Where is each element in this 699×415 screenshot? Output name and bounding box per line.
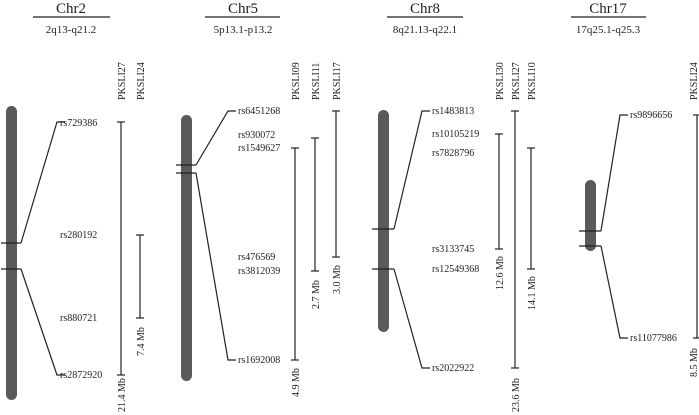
snp-label: rs3812039 — [238, 266, 280, 277]
chr2-connector-top — [20, 121, 65, 244]
chr5-family-label: PKSLI09 — [291, 62, 302, 100]
chr2-connector-bottom — [20, 268, 65, 376]
chr8-centromere — [378, 152, 389, 162]
interval-size-label: 8.5 Mb — [689, 348, 699, 377]
chr8-family-label: PKSLI10 — [527, 62, 538, 100]
chr17-title: Chr17 — [589, 1, 627, 17]
snp-label: rs2872920 — [60, 370, 102, 381]
chr5-family-label: PKSLI17 — [332, 62, 343, 100]
chr2-ideogram — [6, 106, 17, 400]
snp-label: rs729386 — [60, 118, 97, 129]
snp-label: rs280192 — [60, 230, 97, 241]
chr5-family-label: PKSLI11 — [311, 63, 322, 100]
chr8-band: 8q21.13-q22.1 — [393, 24, 457, 36]
chr2-title: Chr2 — [56, 1, 86, 17]
chr5-ideogram — [181, 115, 192, 381]
chr8-connector-bottom — [393, 268, 430, 369]
snp-label: rs6451268 — [238, 106, 280, 117]
chr5-title: Chr5 — [228, 1, 258, 17]
chr8-family-label: PKSLI27 — [511, 62, 522, 100]
snp-label: rs476569 — [238, 252, 275, 263]
chr5-centromere — [181, 176, 192, 186]
chr8-ideogram — [378, 110, 389, 332]
chr8-family-label: PKSLI30 — [495, 62, 506, 100]
interval-size-label: 2.7 Mb — [311, 280, 322, 309]
interval-size-label: 7.4 Mb — [136, 327, 147, 356]
snp-label: rs1692008 — [238, 355, 280, 366]
interval-size-label: 4.9 Mb — [291, 368, 302, 397]
chr17-connector-top — [600, 114, 628, 232]
snp-label: rs930072 — [238, 130, 275, 141]
chr17-band: 17q25.1-q25.3 — [576, 24, 641, 36]
snp-label: rs880721 — [60, 313, 97, 324]
chr8-title: Chr8 — [410, 1, 440, 17]
snp-label: rs11077986 — [630, 333, 677, 344]
snp-label: rs1483813 — [432, 106, 474, 117]
interval-size-label: 3.0 Mb — [332, 265, 343, 294]
interval-size-label: 21.4 Mb — [117, 378, 128, 412]
snp-label: rs9896656 — [630, 110, 672, 121]
snp-label: rs12549368 — [432, 264, 479, 275]
chr2-family-label: PKSLI27 — [117, 62, 128, 100]
chr5-connector-top — [195, 110, 236, 166]
snp-label: rs2022922 — [432, 363, 474, 374]
chr2-centromere — [6, 210, 17, 220]
chr2-family-label: PKSLI24 — [136, 62, 147, 100]
snp-label: rs10105219 — [432, 129, 479, 140]
interval-size-label: 14.1 Mb — [527, 276, 538, 310]
chr17-centromere — [585, 202, 596, 212]
chr2-band: 2q13-q21.2 — [46, 24, 96, 36]
chr17-connector-bottom — [600, 245, 628, 339]
chr17-ideogram — [585, 180, 596, 251]
chr5-connector-bottom — [195, 172, 236, 361]
chr17-family-label: PKSLI24 — [689, 62, 699, 100]
snp-label: rs3133745 — [432, 244, 474, 255]
chr8-connector-top — [393, 110, 430, 230]
interval-size-label: 12.6 Mb — [495, 256, 506, 290]
interval-size-label: 23.6 Mb — [511, 378, 522, 412]
chr5-band: 5p13.1-p13.2 — [214, 24, 273, 36]
snp-label: rs1549627 — [238, 143, 280, 154]
snp-label: rs7828796 — [432, 148, 474, 159]
